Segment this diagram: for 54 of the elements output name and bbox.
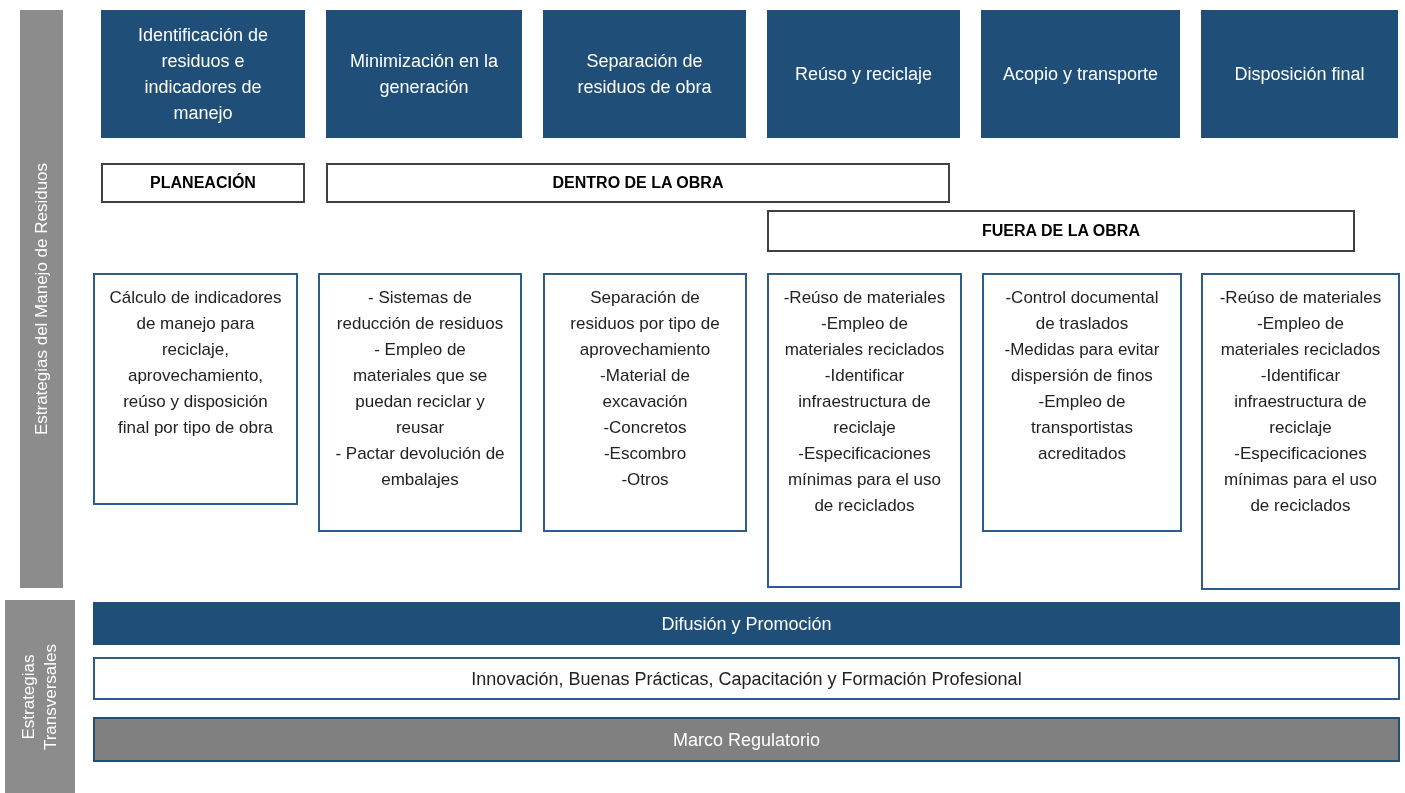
stage-header-box bbox=[1201, 10, 1398, 138]
side-category-bar bbox=[20, 10, 63, 588]
phase-label-box bbox=[101, 163, 305, 203]
label-text: -Identificar infraestructura de reciclaje bbox=[797, 365, 932, 439]
strategy-detail-box bbox=[982, 273, 1182, 532]
label-text: DENTRO DE LA OBRA bbox=[552, 173, 724, 193]
label-text: Minimización en la generación bbox=[348, 50, 500, 99]
label-text: FUERA DE LA OBRA bbox=[982, 221, 1140, 241]
label-text: -Reúso de materiales bbox=[783, 287, 946, 309]
label-text: Cálculo de indicadores de manejo para reciclaje, aprovechamiento, reúso y disposición final por tipo de obra bbox=[109, 287, 282, 439]
strategy-detail-box bbox=[1201, 273, 1400, 590]
strategy-detail-box bbox=[93, 273, 298, 505]
label-text: -Empleo de materiales reciclados bbox=[783, 313, 946, 361]
label-text: Separación de residuos de obra bbox=[576, 50, 713, 99]
label-text: -Material de excavación bbox=[599, 365, 691, 413]
stage-header-box bbox=[981, 10, 1180, 138]
phase-label-box bbox=[326, 163, 950, 203]
label-text: - Sistemas de reducción de residuos bbox=[335, 287, 505, 335]
label-text: Estrategias Transversales bbox=[18, 642, 61, 752]
label-text: -Control documental de traslados bbox=[1004, 287, 1160, 335]
stage-header-box bbox=[543, 10, 746, 138]
label-text: -Escombro bbox=[603, 443, 687, 465]
label-text: Estrategias del Manejo de Residuos bbox=[30, 162, 52, 436]
strategy-detail-box bbox=[318, 273, 522, 532]
label-text: Innovación, Buenas Prácticas, Capacitación y Formación Profesional bbox=[471, 667, 1022, 691]
stage-header-box bbox=[101, 10, 305, 138]
strategy-band bbox=[93, 602, 1400, 645]
label-text: -Especificaciones mínimas para el uso de reciclados bbox=[1222, 443, 1379, 517]
label-text: Disposición final bbox=[1234, 63, 1365, 86]
label-text: -Empleo de transportistas acreditados bbox=[1029, 391, 1134, 465]
label-text: Marco Regulatorio bbox=[672, 728, 821, 752]
phase-label-box bbox=[767, 210, 1355, 252]
label-text: Separación de residuos por tipo de aprovechamiento bbox=[569, 287, 721, 361]
label-text: -Especificaciones mínimas para el uso de reciclados bbox=[786, 443, 943, 517]
strategy-band bbox=[93, 657, 1400, 700]
label-text: Identificación de residuos e indicadores de manejo bbox=[136, 24, 270, 125]
side-category-bar bbox=[5, 600, 75, 793]
label-text: Difusión y Promoción bbox=[661, 612, 832, 636]
label-text: -Otros bbox=[621, 469, 669, 491]
label-text: - Pactar devolución de embalajes bbox=[334, 443, 506, 491]
strategy-band bbox=[93, 717, 1400, 762]
label-text: Acopio y transporte bbox=[1002, 63, 1159, 86]
label-text: -Identificar infraestructura de reciclaje bbox=[1233, 365, 1368, 439]
label-text: -Empleo de materiales reciclados bbox=[1219, 313, 1382, 361]
label-text: Reúso y reciclaje bbox=[794, 63, 933, 86]
stage-header-box bbox=[767, 10, 960, 138]
label-text: PLANEACIÓN bbox=[150, 172, 256, 193]
strategy-detail-box bbox=[767, 273, 962, 588]
stage-header-box bbox=[326, 10, 522, 138]
label-text: - Empleo de materiales que se puedan reciclar y reusar bbox=[351, 339, 489, 439]
strategy-detail-box bbox=[543, 273, 747, 532]
label-text: -Concretos bbox=[603, 417, 687, 439]
label-text: -Reúso de materiales bbox=[1219, 287, 1382, 309]
label-text: -Medidas para evitar dispersión de finos bbox=[1003, 339, 1161, 387]
